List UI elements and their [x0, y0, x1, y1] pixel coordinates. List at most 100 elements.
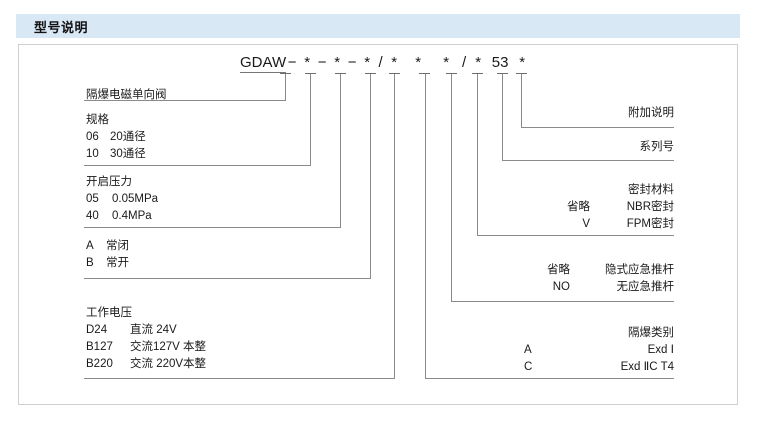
tickbar-6 [419, 73, 430, 74]
desc: 直流 24V [130, 324, 177, 336]
leader-v-left-2 [310, 74, 311, 165]
desc: NBR密封 [626, 201, 674, 213]
right-group-sealing-material-header: 密封材料 [628, 184, 674, 196]
leader-h-left-1 [84, 100, 286, 101]
tickbar-4 [365, 73, 376, 74]
leader-v-left-5 [394, 74, 395, 378]
model-code-seg-8: * [415, 54, 422, 71]
right-group-explosion-proof-class-row-1: C Exd ⅡC T4 [434, 359, 674, 376]
model-code-seg-10: / [462, 54, 467, 71]
model-code-seg-6: / [378, 54, 383, 71]
model-code-seg-12: 53 [491, 54, 509, 71]
desc: 交流127V 本整 [130, 341, 207, 353]
code: B [86, 257, 94, 269]
right-group-sealing-material-row-1: V FPM密封 [454, 216, 674, 233]
left-group-specification-row-0: 06 20通径 [86, 129, 146, 146]
desc: Exd Ⅰ [647, 344, 674, 356]
desc: 20通径 [110, 131, 146, 143]
leader-h-right-5 [425, 378, 674, 379]
code: A [524, 344, 532, 356]
model-code-seg-1: * [304, 54, 311, 71]
leader-h-right-2 [502, 160, 674, 161]
right-group-additional-description-header: 附加说明 [628, 107, 674, 119]
model-code-seg-7: * [391, 54, 398, 71]
code: 05 [86, 193, 99, 205]
desc: 无应急推杆 [616, 281, 675, 293]
left-group-cracking-pressure: 开启压力 05 0.05MPa 40 0.4MPa [86, 174, 158, 225]
tickbar-2 [305, 73, 316, 74]
code: B127 [86, 341, 113, 353]
right-group-explosion-proof-class: 隔爆类别 A Exd Ⅰ C Exd ⅡC T4 [434, 325, 674, 376]
tickbar-5 [389, 73, 400, 74]
desc: 交流 220V本整 [130, 358, 207, 370]
tickbar-3 [335, 73, 346, 74]
desc: 30通径 [110, 148, 146, 160]
right-group-emergency-push-rod-row-0: 省略 隐式应急推杆 [444, 262, 674, 279]
code: 10 [86, 148, 99, 160]
left-group-valve-state-row-1: B 常开 [86, 255, 129, 272]
right-group-emergency-push-rod-row-1: NO 无应急推杆 [444, 279, 674, 296]
leader-h-right-3 [477, 235, 674, 236]
left-group-cracking-pressure-header: 开启压力 [86, 176, 132, 188]
model-code-prefix: GDAW [240, 54, 287, 73]
left-group-specification-row-1: 10 30通径 [86, 146, 146, 163]
left-group-product-name-header: 隔爆电磁单向阀 [86, 89, 167, 101]
leader-v-right-2 [502, 74, 503, 160]
tickbar-7 [446, 73, 457, 74]
code: 省略 [567, 201, 590, 213]
right-group-explosion-proof-class-header: 隔爆类别 [628, 327, 674, 339]
diagram-frame [18, 44, 738, 405]
model-code-line: GDAW−*−*−*/***/*53* [240, 54, 531, 74]
left-group-cracking-pressure-row-1: 40 0.4MPa [86, 208, 158, 225]
leader-v-right-3 [477, 74, 478, 235]
desc: FPM密封 [626, 218, 674, 230]
tickbar-10 [516, 73, 527, 74]
model-code-seg-11: * [475, 54, 482, 71]
left-group-working-voltage-row-1: B127 交流127V 本整 [86, 339, 206, 356]
desc: 0.4MPa [112, 210, 152, 222]
left-group-working-voltage-row-2: B220 交流 220V本整 [86, 356, 206, 373]
tickbar-1 [280, 73, 291, 74]
leader-v-left-3 [340, 74, 341, 227]
leader-h-right-1 [521, 127, 674, 128]
desc: 常开 [106, 257, 129, 269]
leader-h-right-4 [451, 301, 674, 302]
leader-v-right-1 [521, 74, 522, 127]
right-group-series-number-header: 系列号 [639, 141, 675, 153]
leader-v-right-5 [425, 74, 426, 378]
code: 40 [86, 210, 99, 222]
code: V [582, 218, 590, 230]
leader-v-right-4 [451, 74, 452, 301]
desc: Exd ⅡC T4 [620, 361, 674, 373]
leader-h-left-2 [84, 165, 311, 166]
code: 省略 [547, 264, 570, 276]
leader-h-left-5 [84, 378, 395, 379]
desc: 0.05MPa [112, 193, 159, 205]
code: NO [552, 281, 570, 293]
leader-v-left-1 [285, 74, 286, 100]
leader-v-left-4 [370, 74, 371, 278]
section-header-bar: 型号说明 [16, 14, 740, 38]
tickbar-9 [497, 73, 508, 74]
right-group-explosion-proof-class-row-0: A Exd Ⅰ [434, 342, 674, 359]
code: C [524, 361, 533, 373]
right-group-sealing-material-row-0: 省略 NBR密封 [454, 199, 674, 216]
left-group-specification: 规格 06 20通径 10 30通径 [86, 112, 146, 163]
desc: 隐式应急推杆 [605, 264, 674, 276]
left-group-specification-header: 规格 [86, 114, 109, 126]
code: B220 [86, 358, 113, 370]
leader-h-left-3 [84, 227, 341, 228]
model-code-seg-9: * [443, 54, 450, 71]
leader-h-left-4 [84, 278, 371, 279]
page-title: 型号说明 [34, 20, 89, 35]
right-group-additional-description: 附加说明 [474, 105, 674, 122]
left-group-cracking-pressure-row-0: 05 0.05MPa [86, 191, 158, 208]
model-code-seg-5: * [364, 54, 371, 71]
code: 06 [86, 131, 99, 143]
right-group-sealing-material: 密封材料 省略 NBR密封 V FPM密封 [454, 182, 674, 233]
desc: 常闭 [106, 240, 129, 252]
